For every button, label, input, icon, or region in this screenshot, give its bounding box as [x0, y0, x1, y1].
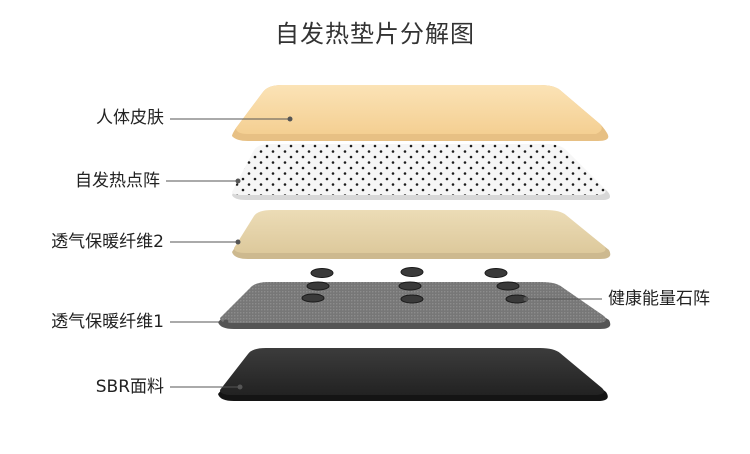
leader-dot-skin [287, 116, 293, 122]
label-skin: 人体皮肤 [96, 108, 164, 128]
stone [306, 281, 330, 291]
page-title: 自发热垫片分解图 [275, 20, 475, 48]
leader-dot-dots [235, 178, 241, 184]
layer-dot-matrix [232, 144, 610, 200]
label-fiber-1: 透气保暖纤维1 [51, 312, 164, 332]
leader-dot-fiber1 [223, 319, 229, 325]
leader-dot-sbr [237, 384, 243, 390]
stone [398, 281, 422, 291]
stone [400, 294, 424, 304]
leader-dot-stones [523, 296, 529, 302]
layer-fiber-1 [218, 281, 611, 329]
layer-skin [232, 85, 609, 141]
stone [400, 267, 424, 277]
label-dot-matrix: 自发热点阵 [75, 171, 160, 191]
label-fiber-2: 透气保暖纤维2 [51, 232, 164, 252]
layer-sbr [218, 348, 608, 401]
label-stones: 健康能量石阵 [608, 289, 710, 309]
stones-row-top [310, 267, 508, 278]
label-sbr: SBR面料 [95, 377, 164, 397]
stone [484, 268, 508, 278]
stone [310, 268, 334, 278]
stone [496, 281, 520, 291]
stone [301, 293, 325, 303]
leader-lines [166, 116, 602, 390]
leader-dot-fiber2 [235, 239, 241, 245]
layer-fiber-2 [232, 210, 611, 259]
